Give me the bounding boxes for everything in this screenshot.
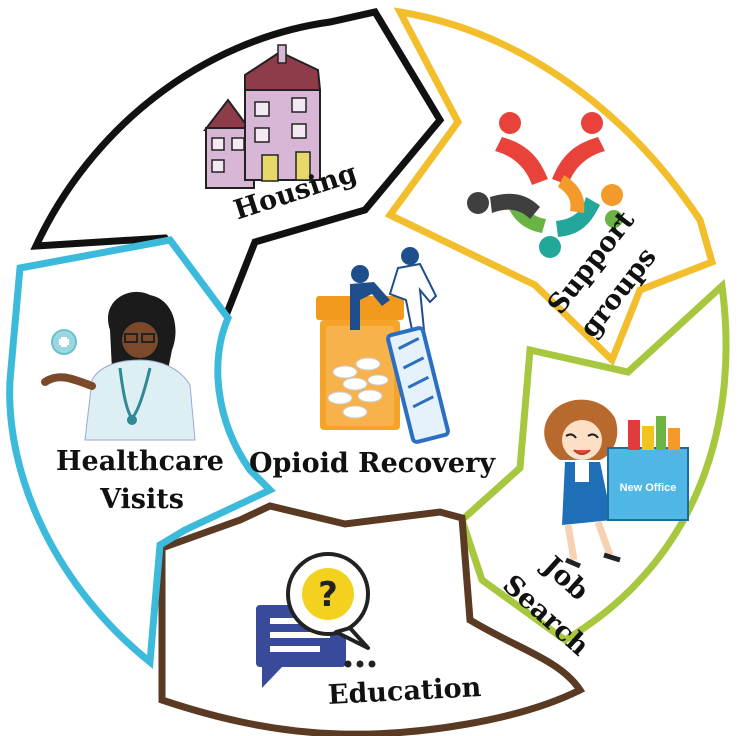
- helping-hand-icon: [350, 247, 450, 444]
- doctor-icon: [41, 291, 196, 441]
- healthcare-label-line1: Healthcare: [56, 446, 224, 477]
- person-carrying-box-icon: New Office: [544, 399, 689, 569]
- pill-bottle-icon: [316, 296, 404, 430]
- opioid-recovery-label: Opioid Recovery: [249, 448, 496, 479]
- new-office-box-label: New Office: [620, 482, 677, 494]
- building-icon: [202, 44, 322, 189]
- support-groups-segment: [384, 7, 717, 367]
- healthcare-label-line2: Visits: [99, 484, 184, 515]
- people-circle-icon: [467, 112, 623, 258]
- question-speech-bubble-icon: ?: [256, 552, 376, 688]
- svg-text:?: ?: [318, 575, 338, 615]
